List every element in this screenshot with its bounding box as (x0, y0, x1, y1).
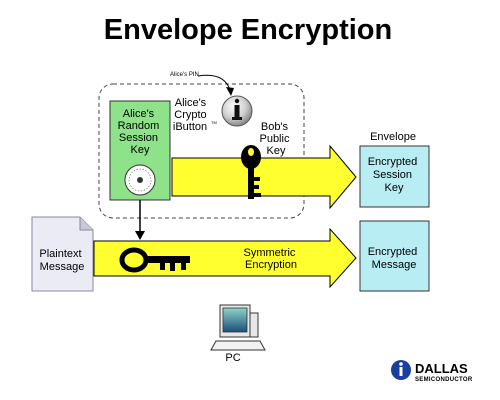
trademark-symbol: TM (211, 120, 217, 125)
symmetric-key-icon (119, 247, 190, 273)
dallas-logo-name: DALLAS (415, 361, 468, 376)
alice-pin-label: Alice's PIN (170, 72, 199, 78)
i-button-logo-icon (391, 360, 411, 380)
crypto-ibutton-label: Alice's Crypto iButton (173, 97, 210, 133)
public-key-label: Bob's Public Key (259, 121, 292, 157)
public-key-icon (241, 145, 261, 199)
plaintext-label: Plaintext Message (39, 248, 84, 273)
symmetric-encryption-arrow (93, 227, 357, 289)
random-number-dial-icon (124, 164, 156, 196)
pc-label: PC (225, 352, 240, 364)
pc-icon (210, 304, 266, 351)
plaintext-document (31, 216, 94, 292)
pin-arrow (197, 74, 231, 91)
dallas-logo-subtitle: SEMICONDUCTOR (415, 377, 473, 383)
session-key-arrow (171, 144, 357, 210)
pin-arrowhead (226, 87, 234, 96)
encrypted-message-label: Encrypted Message (368, 246, 421, 271)
ibutton-group-box (98, 83, 305, 219)
crypto-ibutton-icon (221, 95, 253, 127)
envelope-label: Envelope (370, 131, 416, 143)
session-key-down-arrow (135, 200, 145, 240)
symmetric-encryption-label: Symmetric Encryption (243, 247, 298, 271)
encrypted-message-box (359, 220, 430, 292)
diagram-title: Envelope Encryption (104, 14, 392, 46)
encrypted-session-key-label: Encrypted Session Key (368, 156, 421, 194)
session-key-label: Alice's Random Session Key (118, 108, 163, 156)
encrypted-session-key-box (359, 145, 430, 208)
